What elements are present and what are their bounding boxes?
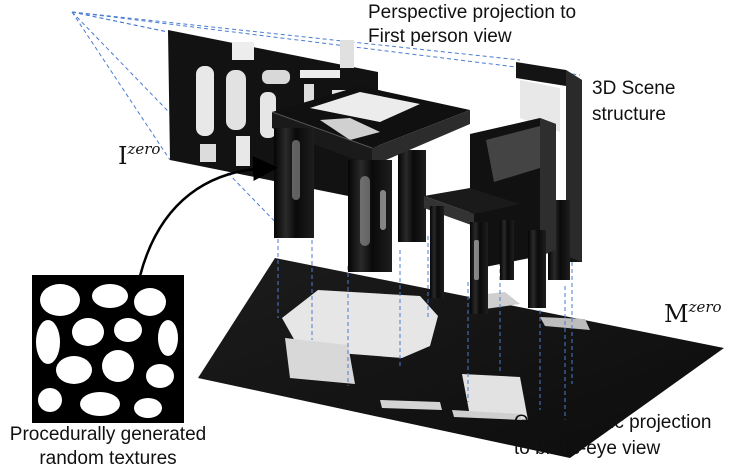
perspective-label-line1: Perspective projection to [368, 2, 577, 23]
ortho-label-line2: to bird's-eye view [514, 438, 661, 459]
map-symbol-base: M [664, 300, 689, 328]
textures-label-line2: random textures [39, 448, 177, 469]
scene-label-line2: structure [592, 104, 666, 125]
perspective-label-line2: First person view [368, 26, 512, 47]
image-symbol: Izero [118, 140, 161, 170]
scene-label-line1: 3D Scene [592, 78, 676, 99]
image-symbol-sup: zero [127, 140, 161, 158]
ortho-label-line1: Orthographic projection [514, 412, 712, 433]
random-texture-swatch [32, 275, 184, 423]
back-chair-3d [516, 62, 582, 280]
map-symbol-sup: zero [688, 298, 722, 316]
map-symbol: Mzero [664, 298, 722, 328]
birds-eye-map-plane [198, 258, 724, 458]
textures-label-line1: Procedurally generated [9, 424, 207, 445]
texture-arrow [138, 156, 278, 277]
front-chair-3d [424, 118, 556, 314]
orthographic-projection-lines [277, 232, 573, 420]
image-symbol-base: I [118, 142, 128, 170]
table-3d [271, 86, 470, 272]
